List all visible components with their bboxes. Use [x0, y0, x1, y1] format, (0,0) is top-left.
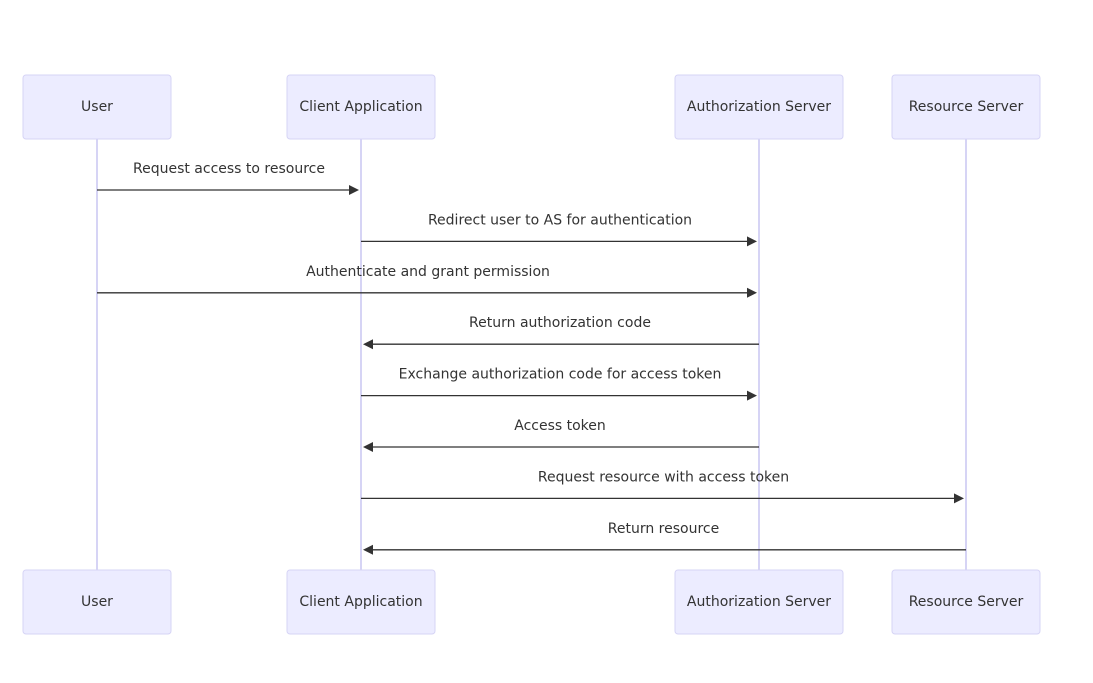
arrowhead — [349, 185, 359, 195]
message-1: Request access to resource — [97, 161, 359, 195]
actors-bottom: User Client Application Authorization Serv… — [22, 569, 1041, 635]
arrowhead — [747, 390, 757, 401]
actors-top: User Client Application Authorization Serv… — [22, 74, 1041, 140]
actor-user-bottom: User — [22, 569, 172, 635]
actor-box — [674, 74, 844, 140]
message-label: Request access to resource — [133, 161, 325, 177]
message-6: Access token — [363, 418, 759, 452]
message-label: Return authorization code — [469, 315, 651, 331]
arrowhead — [363, 339, 373, 350]
message-label: Redirect user to AS for authentication — [428, 212, 692, 228]
actor-box — [891, 569, 1041, 635]
actor-box — [22, 74, 172, 140]
message-8: Return resource — [363, 521, 966, 555]
arrowhead — [363, 544, 373, 555]
actor-label: Resource Server — [909, 594, 1024, 610]
actor-as-bottom: Authorization Server — [674, 569, 844, 635]
message-7: Request resource with access token — [361, 469, 964, 504]
actor-label: User — [81, 594, 113, 610]
actor-as-top: Authorization Server — [674, 74, 844, 140]
actor-box — [674, 569, 844, 635]
arrowhead — [954, 493, 964, 504]
arrowhead — [747, 236, 757, 247]
actor-box — [891, 74, 1041, 140]
actor-box — [22, 569, 172, 635]
message-label: Exchange authorization code for access t… — [399, 367, 722, 383]
actor-label: Client Application — [299, 99, 422, 115]
arrowhead — [747, 287, 757, 298]
actor-box — [286, 569, 436, 635]
lifelines — [96, 139, 967, 570]
actor-label: Resource Server — [909, 99, 1024, 115]
actor-rs-bottom: Resource Server — [891, 569, 1041, 635]
arrowhead — [363, 442, 373, 452]
actor-label: User — [81, 99, 113, 115]
message-label: Return resource — [608, 521, 719, 537]
actor-client-bottom: Client Application — [286, 569, 436, 635]
message-label: Access token — [514, 418, 606, 434]
actor-box — [286, 74, 436, 140]
message-label: Request resource with access token — [538, 469, 789, 485]
message-label: Authenticate and grant permission — [306, 264, 550, 280]
actor-label: Client Application — [299, 594, 422, 610]
message-4: Return authorization code — [363, 315, 759, 350]
actor-user-top: User — [22, 74, 172, 140]
actor-rs-top: Resource Server — [891, 74, 1041, 140]
actor-client-top: Client Application — [286, 74, 436, 140]
message-3: Authenticate and grant permission — [97, 264, 757, 298]
message-5: Exchange authorization code for access t… — [361, 367, 757, 401]
actor-label: Authorization Server — [687, 594, 831, 610]
actor-label: Authorization Server — [687, 99, 831, 115]
message-2: Redirect user to AS for authentication — [361, 212, 757, 247]
